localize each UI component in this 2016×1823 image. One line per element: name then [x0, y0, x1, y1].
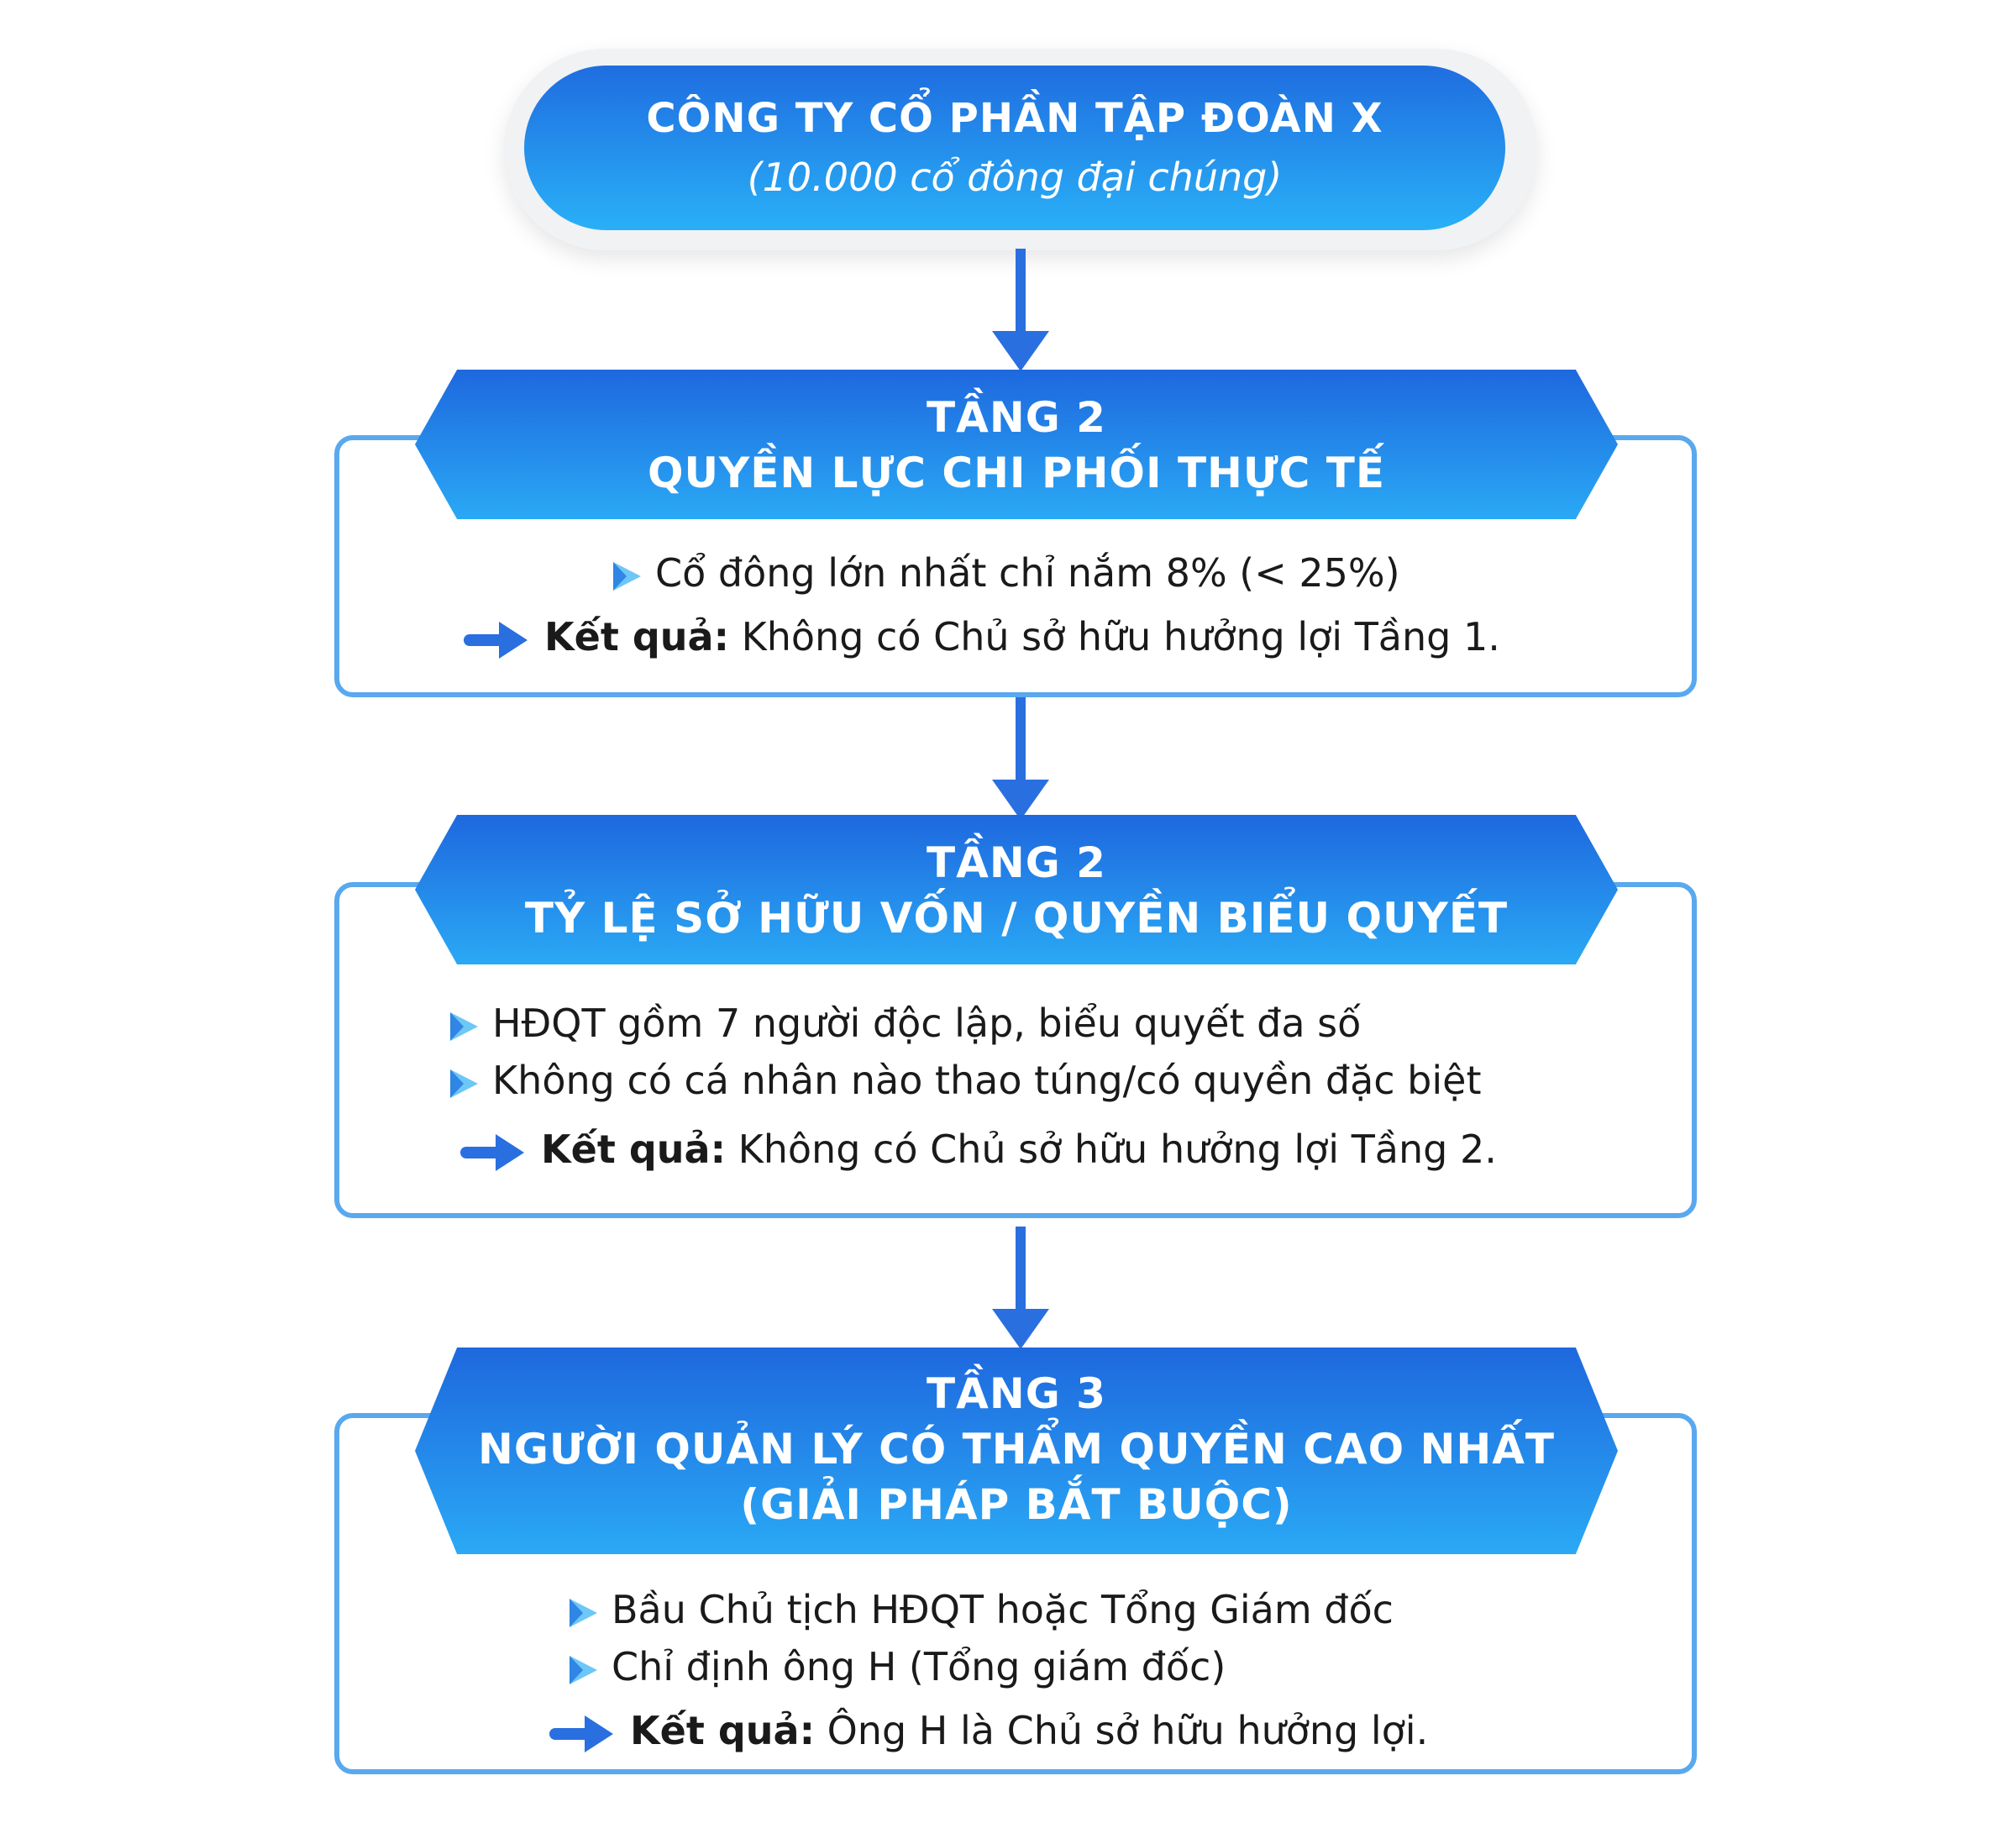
result-label: Kết quả:: [541, 1127, 726, 1172]
tier-3-item-2: Chỉ định ông H (Tổng giám đốc): [566, 1643, 1226, 1690]
flow-arrow-2: [987, 697, 1054, 823]
tier-2-item-2: Không có cá nhân nào thao túng/có quyền …: [447, 1057, 1482, 1104]
tier-3-banner: TẦNG 3 NGƯỜI QUẢN LÝ CÓ THẨM QUYỀN CAO N…: [415, 1348, 1618, 1554]
result-arrow-icon: [459, 1132, 526, 1173]
company-title: CÔNG TY CỔ PHẦN TẬP ĐOÀN X: [646, 95, 1383, 142]
tier-2-banner: TẦNG 2 TỶ LỆ SỞ HỮU VỐN / QUYỀN BIỂU QUY…: [415, 815, 1618, 964]
tier-1-banner: TẦNG 2 QUYỀN LỰC CHI PHỐI THỰC TẾ: [415, 370, 1618, 519]
tier-2-title: TỶ LỆ SỞ HỮU VỐN / QUYỀN BIỂU QUYẾT: [524, 894, 1509, 943]
company-subtitle: (10.000 cổ đông đại chúng): [747, 155, 1283, 200]
result-label: Kết quả:: [630, 1708, 815, 1753]
flow-arrow-3: [987, 1227, 1054, 1353]
tier-1-label: TẦNG 2: [927, 393, 1106, 442]
play-bullet-icon: [447, 1067, 480, 1101]
play-bullet-icon: [610, 560, 643, 593]
tier-2-result: Kết quả: Không có Chủ sở hữu hưởng lợi T…: [459, 1126, 1497, 1173]
play-bullet-icon: [447, 1010, 480, 1043]
result-text: Không có Chủ sở hữu hưởng lợi Tầng 2.: [738, 1127, 1497, 1172]
play-bullet-icon: [566, 1653, 600, 1687]
tier-1-item-1: Cổ đông lớn nhất chỉ nắm 8% (< 25%): [610, 549, 1400, 596]
company-pill: CÔNG TY CỔ PHẦN TẬP ĐOÀN X (10.000 cổ đô…: [524, 66, 1505, 230]
result-arrow-icon: [462, 620, 529, 660]
tier-2-item-1: HĐQT gồm 7 người độc lập, biểu quyết đa …: [447, 1000, 1361, 1047]
tier-3-item-1: Bầu Chủ tịch HĐQT hoặc Tổng Giám đốc: [566, 1586, 1394, 1633]
tier-3-title-2: (GIẢI PHÁP BẮT BUỘC): [740, 1480, 1293, 1529]
tier-3-label: TẦNG 3: [927, 1369, 1106, 1418]
tier-3-title-1: NGƯỜI QUẢN LÝ CÓ THẨM QUYỀN CAO NHẤT: [477, 1425, 1556, 1474]
flow-arrow-1: [987, 249, 1054, 375]
tier-1-result: Kết quả: Không có Chủ sở hữu hưởng lợi T…: [462, 613, 1500, 660]
result-label: Kết quả:: [544, 614, 729, 659]
tier-1-title: QUYỀN LỰC CHI PHỐI THỰC TẾ: [647, 449, 1386, 497]
result-text: Không có Chủ sở hữu hưởng lợi Tầng 1.: [741, 614, 1500, 659]
play-bullet-icon: [566, 1596, 600, 1630]
tier-2-label: TẦNG 2: [927, 838, 1106, 887]
result-text: Ông H là Chủ sở hữu hưởng lợi.: [827, 1708, 1429, 1753]
tier-3-result: Kết quả: Ông H là Chủ sở hữu hưởng lợi.: [548, 1707, 1428, 1754]
result-arrow-icon: [548, 1714, 615, 1754]
